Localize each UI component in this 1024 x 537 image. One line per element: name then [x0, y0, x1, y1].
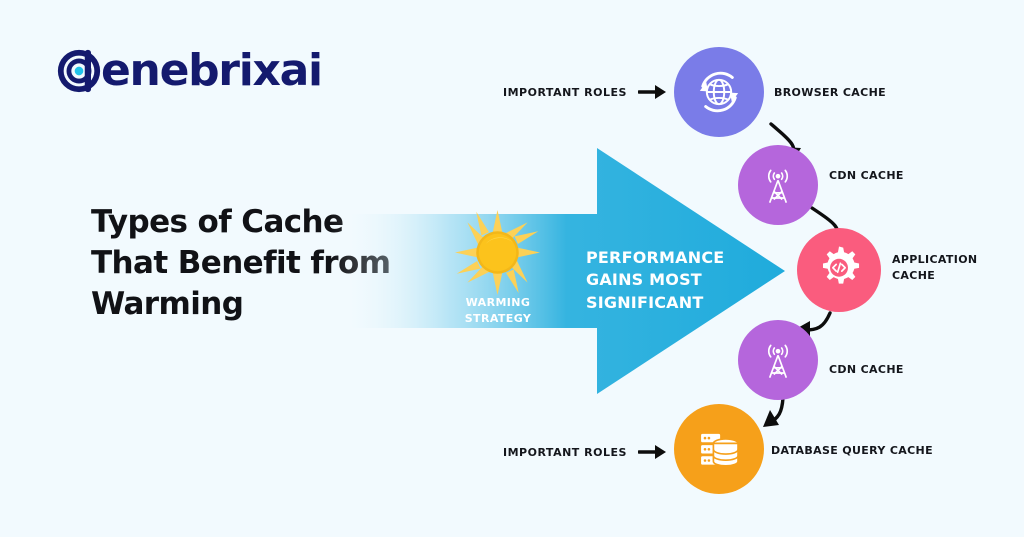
performance-arrow-shape — [330, 148, 785, 394]
broadcast-tower-icon — [768, 344, 788, 378]
arrow-right-icon — [637, 445, 666, 459]
brand-logo: enebrixai — [55, 45, 323, 96]
node-cdn-cache-top[interactable] — [738, 145, 818, 225]
node-label-application-cache: APPLICATION CACHE — [892, 253, 978, 282]
callout-important-roles-top: IMPORTANT ROLES — [503, 84, 666, 100]
node-label-database-query-cache: DATABASE QUERY CACHE — [771, 444, 933, 457]
sun-icon — [455, 210, 540, 295]
brand-wordmark: enebrixai — [101, 45, 323, 96]
node-label-browser-cache: BROWSER CACHE — [774, 86, 887, 99]
callout-important-roles-bottom: IMPORTANT ROLES — [503, 444, 666, 460]
callout-text-bottom: IMPORTANT ROLES — [503, 445, 627, 459]
node-application-cache[interactable] — [797, 228, 881, 312]
node-browser-cache[interactable] — [674, 47, 764, 137]
broadcast-tower-icon — [768, 169, 788, 203]
gear-code-icon — [822, 246, 860, 284]
concentric-circle-d-logo-icon — [57, 49, 101, 93]
node-label-cdn-cache-bottom: CDN CACHE — [829, 363, 904, 376]
node-database-query-cache[interactable] — [674, 404, 764, 494]
warming-strategy-label: WARMING STRATEGY — [464, 296, 532, 325]
performance-gains-text: PERFORMANCE GAINS MOST SIGNIFICANT — [586, 248, 725, 312]
database-server-icon — [701, 433, 739, 467]
node-label-cdn-cache-top: CDN CACHE — [829, 169, 904, 182]
callout-text-top: IMPORTANT ROLES — [503, 85, 627, 99]
globe-refresh-icon — [699, 71, 739, 113]
node-cdn-cache-bottom[interactable] — [738, 320, 818, 400]
arrow-right-icon — [637, 85, 666, 99]
